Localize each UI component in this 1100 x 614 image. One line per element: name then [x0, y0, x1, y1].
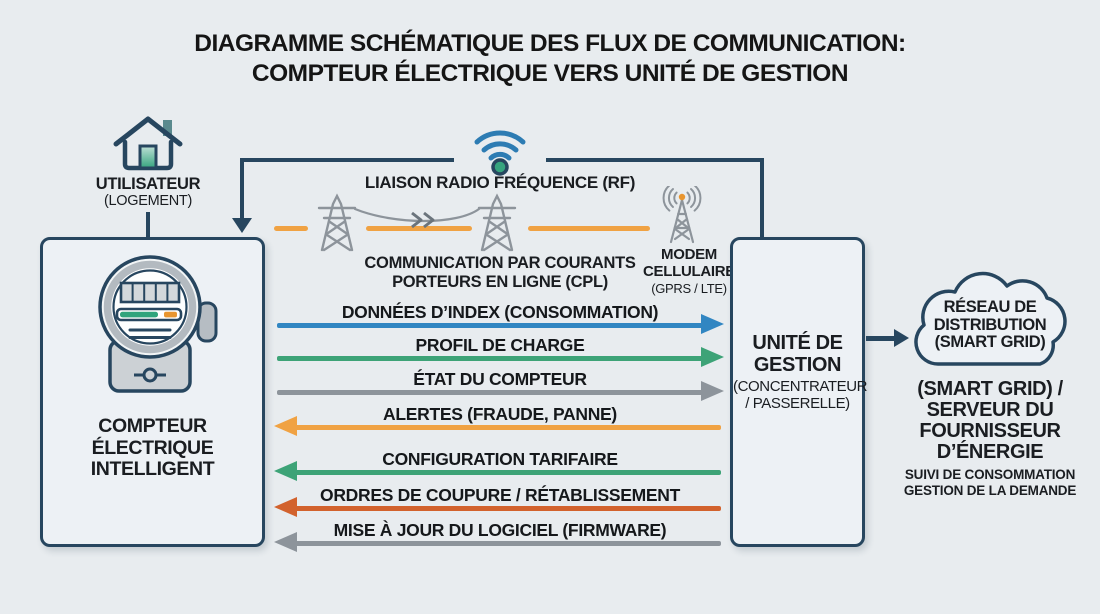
flow-label: MISE À JOUR DU LOGICIEL (FIRMWARE): [333, 520, 667, 540]
server-label-line2: SERVEUR DU: [926, 399, 1054, 421]
server-label-line4: D’ÉNERGIE: [936, 441, 1044, 463]
power-pylons-icon: [300, 192, 550, 256]
management-unit-sublabel: (CONCENTRATEUR / PASSERELLE): [733, 378, 868, 412]
cpl-label-line2: PORTEURS EN LIGNE (CPL): [392, 273, 608, 291]
flow-arrowhead-icon: [274, 497, 297, 517]
cloud-label-line1: RÉSEAU DE: [943, 298, 1037, 316]
server-sub-line1: SUIVI DE CONSOMMATION: [904, 467, 1076, 482]
flow-arrow-line: [277, 323, 703, 328]
house-icon: [112, 113, 184, 173]
flow-arrow-line: [295, 425, 721, 430]
cpl-label: COMMUNICATION PAR COURANTS PORTEURS EN L…: [330, 254, 670, 292]
page-title-line1: DIAGRAMME SCHÉMATIQUE DES FLUX DE COMMUN…: [194, 30, 906, 57]
cpl-line-segment: [528, 226, 650, 231]
flow-arrowhead-icon: [701, 314, 724, 334]
wifi-icon: [462, 116, 538, 176]
cloud-icon: [898, 270, 1082, 374]
page-title-line2: COMPTEUR ÉLECTRIQUE VERS UNITÉ DE GESTIO…: [251, 60, 849, 87]
flow-arrowhead-icon: [701, 381, 724, 401]
flow-arrowhead-icon: [274, 532, 297, 552]
flow-arrowhead-icon: [701, 347, 724, 367]
flow-label: ÉTAT DU COMPTEUR: [413, 369, 587, 389]
cloud-label-line3: (SMART GRID): [934, 333, 1046, 351]
server-functions-label: SUIVI DE CONSOMMATION GESTION DE LA DEMA…: [898, 467, 1082, 499]
flow-label: CONFIGURATION TARIFAIRE: [382, 449, 618, 469]
flow-arrow-line: [277, 356, 703, 361]
server-label-line1: (SMART GRID) /: [917, 378, 1063, 400]
to-cloud-arrow-line: [866, 336, 898, 341]
to-cloud-arrowhead-icon: [894, 329, 909, 347]
rf-line-drop-right: [760, 158, 764, 239]
rf-line-left: [240, 158, 454, 162]
flow-label: PROFIL DE CHARGE: [415, 335, 585, 355]
user-to-meter-connector: [146, 212, 150, 238]
flow-label: ORDRES DE COUPURE / RÉTABLISSEMENT: [320, 485, 680, 505]
flow-arrow-line: [295, 506, 721, 511]
cell-tower-icon: [650, 184, 714, 244]
flow-arrow-line: [295, 541, 721, 546]
flow-label: DONNÉES D’INDEX (CONSOMMATION): [341, 302, 659, 322]
server-label-line3: FOURNISSEUR: [919, 420, 1061, 442]
user-sublabel: (LOGEMENT): [103, 193, 193, 209]
distribution-network-label: RÉSEAU DE DISTRIBUTION (SMART GRID): [903, 298, 1077, 352]
flow-arrow-line: [277, 390, 703, 395]
flow-arrow-line: [295, 470, 721, 475]
cpl-label-line1: COMMUNICATION PAR COURANTS: [364, 254, 636, 272]
flow-arrowhead-icon: [274, 416, 297, 436]
smart-meter-label: COMPTEUR ÉLECTRIQUE INTELLIGENT: [90, 415, 215, 480]
server-sub-line2: GESTION DE LA DEMANDE: [903, 483, 1077, 498]
cpl-line-segment: [274, 226, 308, 231]
modem-label: MODEM CELLULAIRE: [618, 246, 760, 280]
flow-arrowhead-icon: [274, 461, 297, 481]
cloud-label-line2: DISTRIBUTION: [933, 315, 1047, 334]
page-title: DIAGRAMME SCHÉMATIQUE DES FLUX DE COMMUN…: [0, 29, 1100, 89]
management-unit-box: UNITÉ DE GESTION (CONCENTRATEUR / PASSER…: [730, 237, 868, 547]
rf-line-drop-left: [240, 158, 244, 219]
rf-arrowhead-down-icon: [232, 218, 252, 233]
user-label: UTILISATEUR: [95, 175, 201, 193]
modem-sublabel: (GPRS / LTE): [651, 281, 727, 296]
energy-provider-label: (SMART GRID) / SERVEUR DU FOURNISSEUR D’…: [898, 379, 1082, 463]
rf-link-label: LIAISON RADIO FRÉQUENCE (RF): [364, 173, 636, 192]
flow-label: ALERTES (FRAUDE, PANNE): [383, 404, 617, 424]
management-unit-label: UNITÉ DE GESTION: [752, 332, 843, 376]
cpl-line-segment: [366, 226, 472, 231]
modem-label-line1: MODEM: [661, 246, 717, 263]
modem-label-line2: CELLULAIRE: [643, 262, 735, 280]
rf-line-right: [546, 158, 764, 162]
smart-meter-box: COMPTEUR ÉLECTRIQUE INTELLIGENT: [40, 237, 265, 547]
electric-meter-icon: [96, 253, 226, 405]
